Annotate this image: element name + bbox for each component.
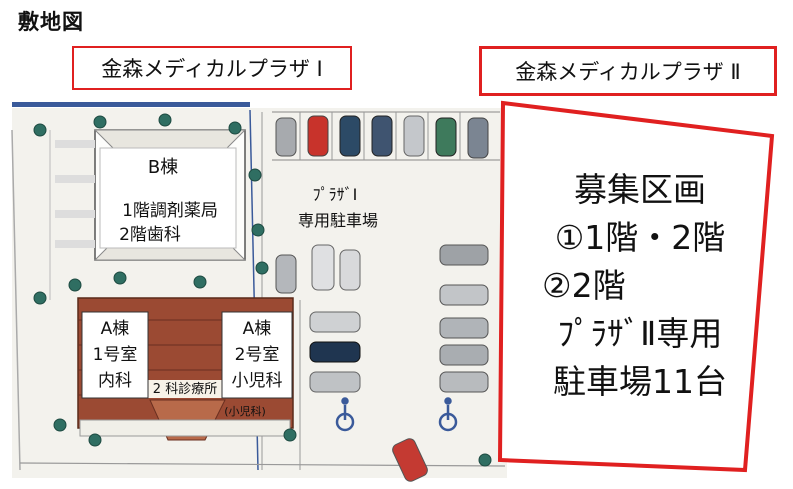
parking1-line2: 専用駐車場	[298, 211, 378, 230]
car-icon	[275, 117, 297, 157]
tree-icon	[283, 428, 297, 442]
recruit-text: 募集区画 ①1階・2階 ②2階 ﾌﾟﾗｻﾞⅡ専用 駐車場11台	[540, 166, 740, 406]
tree-icon	[478, 453, 492, 467]
tree-icon	[158, 113, 172, 127]
car-icon	[435, 117, 457, 157]
car-icon	[439, 284, 489, 306]
car-icon	[339, 249, 361, 291]
building-b-name: B棟	[148, 157, 178, 178]
tree-icon	[33, 123, 47, 137]
plaza1-label: 金森メディカルプラザ Ⅰ	[72, 46, 352, 90]
tree-icon	[251, 223, 265, 237]
car-icon	[392, 438, 428, 482]
car-icon	[439, 317, 489, 339]
car-icon	[467, 117, 489, 159]
car-icon	[275, 254, 297, 294]
building-b	[55, 129, 247, 261]
recruit-line2: ①1階・2階	[554, 218, 726, 257]
tree-icon	[33, 291, 47, 305]
tree-icon	[53, 418, 67, 432]
page-title: 敷地図	[18, 10, 84, 34]
building-a1-box	[81, 311, 149, 399]
car-icon	[309, 311, 361, 333]
building-a2-room: 2号室	[235, 345, 280, 365]
parking1-line1: ﾌﾟﾗｻﾞⅠ	[313, 185, 358, 204]
car-icon	[307, 115, 329, 157]
car-icon	[439, 371, 489, 393]
building-a1-room: 1号室	[93, 345, 138, 365]
parking-lot-plaza1	[272, 111, 500, 161]
recruit-line1: 募集区画	[574, 170, 706, 209]
tree-icon	[193, 275, 207, 289]
tree-icon	[68, 278, 82, 292]
building-a2-name: A棟	[243, 319, 272, 339]
building-a2-box	[221, 311, 293, 399]
building-a-sign: 2 科診療所	[153, 381, 217, 397]
building-a2-dept: 小児科	[232, 371, 283, 391]
wheelchair-icon	[438, 397, 458, 432]
tree-icon	[88, 433, 102, 447]
wheelchair-icon	[335, 397, 355, 432]
building-a-sign-small: (小児科)	[224, 404, 266, 418]
plaza2-label: 金森メディカルプラザ Ⅱ	[479, 46, 777, 96]
building-b-line1: 1階調剤薬局	[122, 201, 218, 221]
car-icon	[339, 115, 361, 157]
building-b-line2: 2階歯科	[119, 225, 181, 245]
site-top-edge	[12, 102, 250, 107]
tree-icon	[113, 271, 127, 285]
road-line	[11, 129, 21, 471]
car-icon	[309, 371, 361, 393]
recruit-line4: ﾌﾟﾗｻﾞⅡ専用	[557, 314, 723, 353]
car-icon	[439, 244, 489, 266]
car-icon	[311, 244, 335, 291]
car-icon	[309, 341, 361, 363]
building-a1-name: A棟	[101, 319, 130, 339]
car-icon	[403, 115, 425, 157]
recruit-line3: ②2階	[542, 266, 626, 305]
building-a1-dept: 内科	[98, 371, 132, 391]
car-icon	[371, 115, 393, 157]
tree-icon	[228, 121, 242, 135]
tree-icon	[93, 115, 107, 129]
tree-icon	[255, 261, 269, 275]
car-icon	[439, 344, 489, 366]
recruit-area	[497, 100, 775, 473]
recruit-line5: 駐車場11台	[553, 362, 727, 401]
tree-icon	[248, 168, 262, 182]
